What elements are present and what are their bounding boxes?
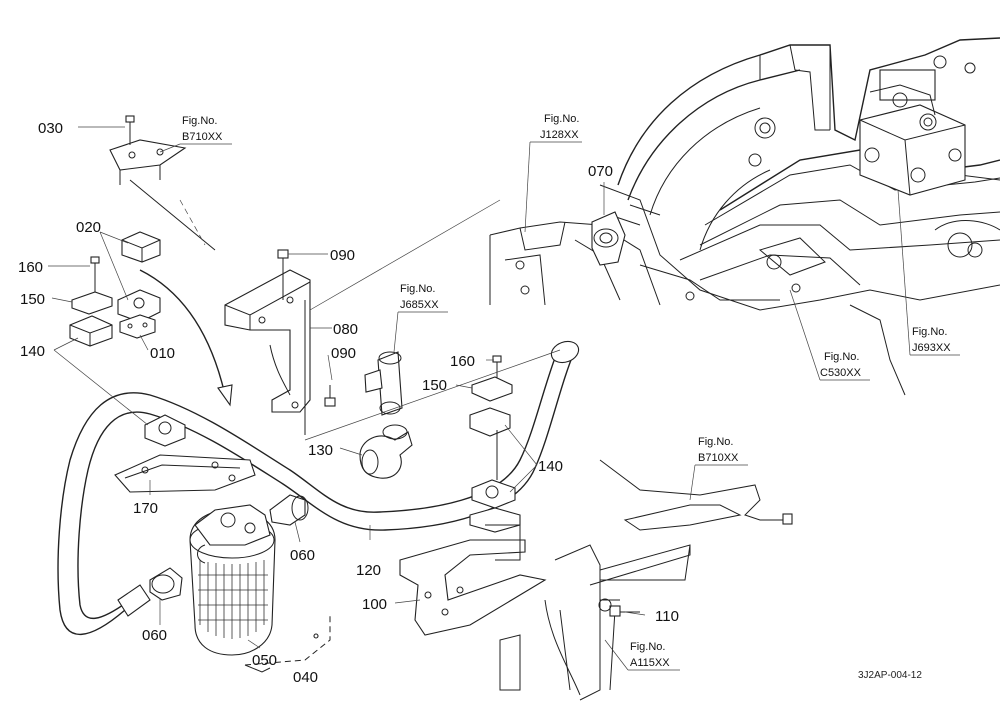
figref-j128-line2: J128XX bbox=[540, 129, 579, 141]
figref-c530-line2: C530XX bbox=[820, 367, 862, 379]
callout-140-left: 140 bbox=[20, 343, 45, 360]
callout-150-left: 150 bbox=[20, 291, 45, 308]
callout-130: 130 bbox=[308, 442, 333, 459]
tractor-frame bbox=[489, 37, 1000, 396]
callout-040: 040 bbox=[293, 669, 318, 686]
figref-a115-line2: A115XX bbox=[630, 657, 670, 669]
fitting-j685 bbox=[364, 351, 403, 416]
fitting-070 bbox=[591, 211, 626, 266]
figref-b710-right-line2: B710XX bbox=[698, 452, 739, 464]
figref-b710-top-line1: Fig.No. bbox=[182, 115, 217, 127]
callout-050: 050 bbox=[252, 652, 277, 669]
figref-c530-line1: Fig.No. bbox=[824, 351, 859, 363]
callout-020: 020 bbox=[76, 219, 101, 236]
figref-j685-line2: J685XX bbox=[400, 299, 439, 311]
oil-filter bbox=[149, 494, 331, 673]
diagram-reference-code: 3J2AP-004-12 bbox=[858, 670, 922, 681]
bracket-100 bbox=[399, 524, 547, 636]
callout-070: 070 bbox=[588, 163, 613, 180]
callout-170: 170 bbox=[133, 500, 158, 517]
arrow-head bbox=[217, 384, 233, 407]
figure-references: Fig.No. B710XX Fig.No. J128XX Fig.No. J6… bbox=[182, 113, 951, 669]
callout-090-mid: 090 bbox=[331, 345, 356, 362]
callout-150-right: 150 bbox=[422, 377, 447, 394]
callout-100: 100 bbox=[362, 596, 387, 613]
callout-060-left: 060 bbox=[142, 627, 167, 644]
clamp-right bbox=[469, 355, 521, 533]
figref-j685-line1: Fig.No. bbox=[400, 283, 435, 295]
part-callouts: 030 020 160 150 140 010 090 080 090 130 … bbox=[18, 120, 679, 686]
plate-170 bbox=[114, 454, 256, 493]
callout-080: 080 bbox=[333, 321, 358, 338]
lower-frame bbox=[499, 459, 793, 701]
direction-arrow bbox=[139, 269, 226, 396]
figref-a115-line1: Fig.No. bbox=[630, 641, 665, 653]
upper-bracket bbox=[109, 115, 216, 251]
figref-j693-line1: Fig.No. bbox=[912, 326, 947, 338]
figref-j693-line2: J693XX bbox=[912, 342, 951, 354]
callout-140-right: 140 bbox=[538, 458, 563, 475]
callout-160-right: 160 bbox=[450, 353, 475, 370]
callout-110: 110 bbox=[655, 608, 679, 625]
figref-b710-right-line1: Fig.No. bbox=[698, 436, 733, 448]
callout-160-left: 160 bbox=[18, 259, 43, 276]
callout-010: 010 bbox=[150, 345, 175, 362]
figref-b710-top-line2: B710XX bbox=[182, 131, 223, 143]
callout-120: 120 bbox=[356, 562, 381, 579]
callout-060-right: 060 bbox=[290, 547, 315, 564]
clamp-left bbox=[69, 256, 186, 447]
bracket-080 bbox=[224, 249, 336, 435]
leader-lines bbox=[48, 126, 960, 671]
elbow-130 bbox=[359, 424, 413, 479]
figref-j128-line1: Fig.No. bbox=[544, 113, 579, 125]
callout-030: 030 bbox=[38, 120, 63, 137]
clamp-upper bbox=[117, 231, 161, 339]
callout-090-top: 090 bbox=[330, 247, 355, 264]
